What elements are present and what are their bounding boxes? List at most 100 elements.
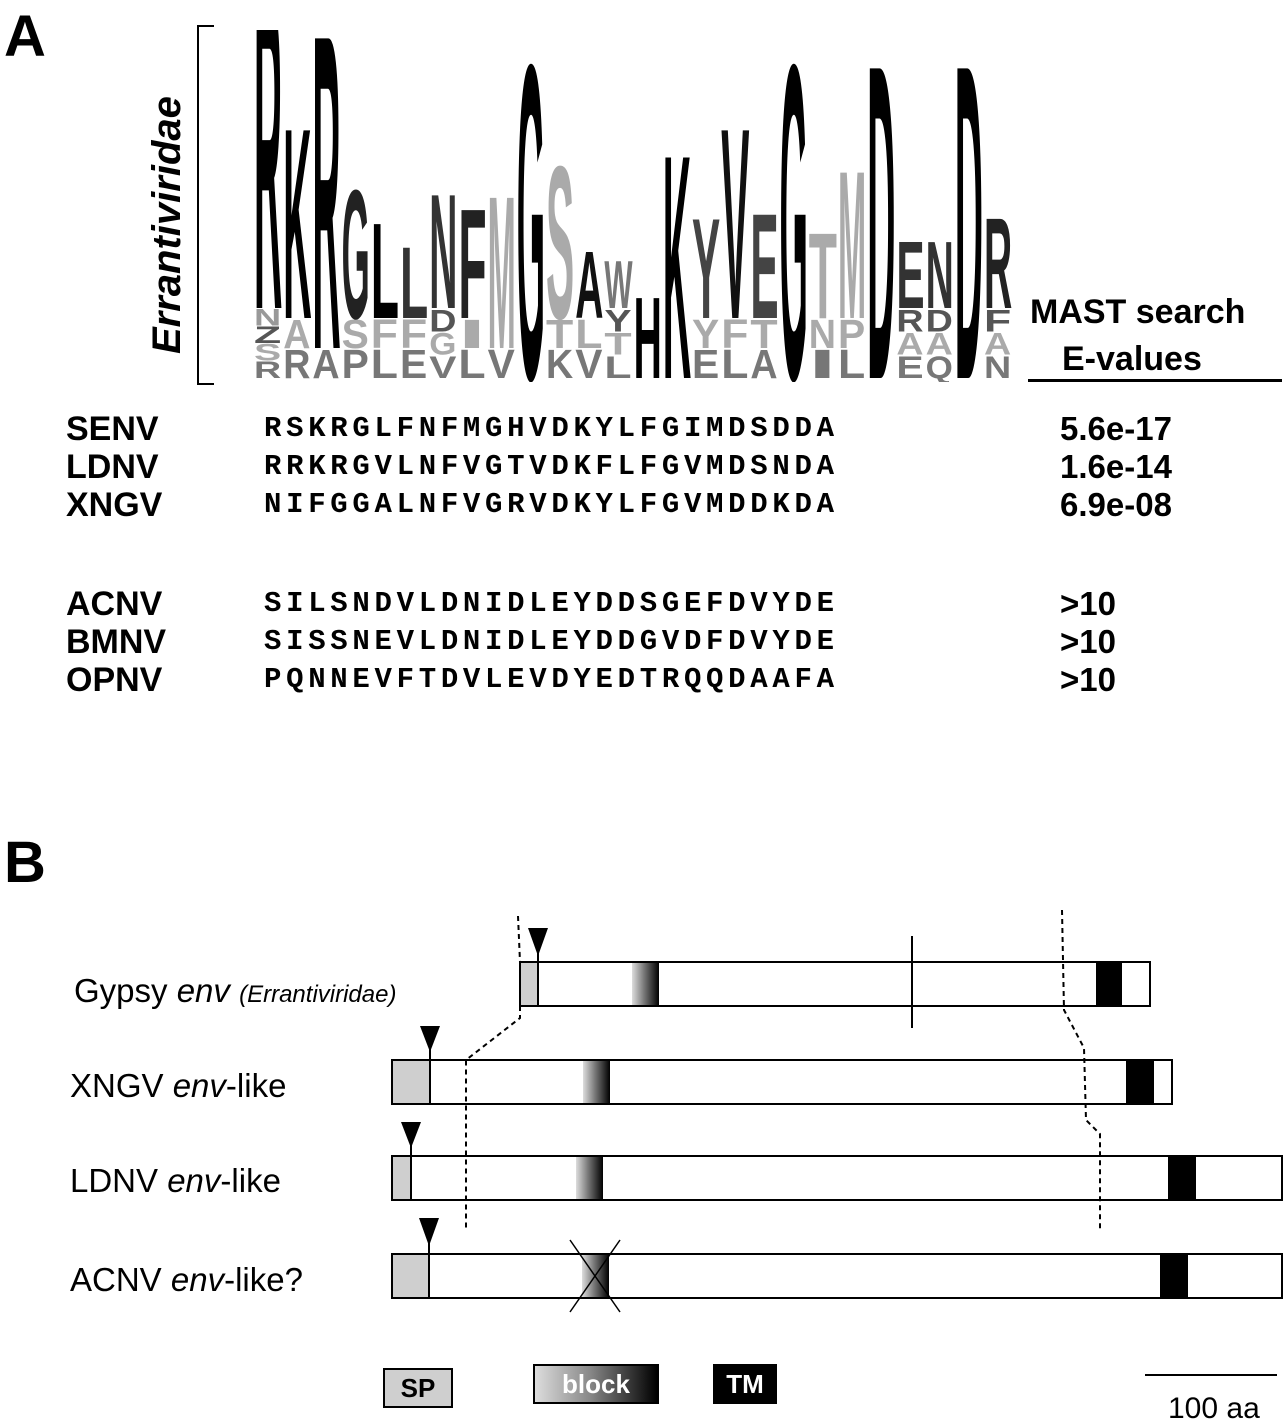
ldnv-sp-domain bbox=[393, 1157, 411, 1199]
logo-minor-letter: A bbox=[926, 326, 953, 362]
track-label-acnv: ACNV env-like? bbox=[70, 1261, 303, 1299]
logo-main-letter: K bbox=[663, 89, 691, 382]
xngv-tm-domain bbox=[1126, 1061, 1154, 1103]
logo-minor-letter: K bbox=[546, 342, 573, 382]
logo-minor-letter: F bbox=[371, 312, 398, 358]
logo-main-letter: D bbox=[955, 30, 983, 382]
logo-column: EYY bbox=[692, 188, 720, 382]
logo-main-letter: W bbox=[604, 247, 632, 323]
logo-column: LFV bbox=[721, 72, 749, 382]
mast-header-rule bbox=[1028, 379, 1282, 382]
track-label-gypsy-gene: env bbox=[176, 972, 230, 1009]
logo-column: VM bbox=[488, 150, 516, 382]
logo-minor-letter: L bbox=[604, 349, 631, 382]
seq-name-opnv: OPNV bbox=[66, 661, 163, 699]
logo-minor-letter: E bbox=[896, 349, 923, 382]
seq-acnv: SILSNDVLDNIDLEYDDSGEFDVYDE bbox=[264, 587, 839, 620]
logo-minor-letter: Q bbox=[926, 349, 953, 382]
logo-main-letter: G bbox=[517, 30, 545, 382]
seq-name-xngv: XNGV bbox=[66, 486, 163, 524]
logo-minor-letter: N bbox=[984, 349, 1011, 382]
logo-main-letter: G bbox=[342, 152, 370, 357]
evalue-bmnv: >10 bbox=[1060, 623, 1116, 660]
gypsy-tm-domain bbox=[1096, 963, 1122, 1005]
logo-minor-letter: L bbox=[721, 342, 748, 382]
track-gypsy bbox=[519, 928, 1151, 1028]
legend-sp: SP bbox=[383, 1368, 453, 1408]
evalue-xngv: 6.9e-08 bbox=[1060, 486, 1172, 523]
logo-minor-letter: S bbox=[342, 312, 369, 358]
logo-minor-letter: G bbox=[429, 326, 456, 362]
logo-main-letter: R bbox=[312, 30, 340, 382]
logo-minor-letter: A bbox=[984, 326, 1011, 362]
seq-xngv: NIFGGALNFVGRVDKYLFGVMDDKDA bbox=[264, 488, 839, 521]
ldnv-orf-box bbox=[391, 1155, 1283, 1201]
logo-minor-letter: A bbox=[283, 312, 310, 358]
logo-main-letter: D bbox=[867, 30, 895, 382]
logo-main-letter: S bbox=[546, 120, 574, 364]
logo-main-letter: K bbox=[283, 72, 311, 377]
logo-minor-letter: V bbox=[488, 342, 515, 382]
evalue-senv: 5.6e-17 bbox=[1060, 410, 1172, 447]
logo-minor-letter: E bbox=[692, 342, 719, 382]
logo-column: ATE bbox=[750, 182, 778, 382]
track-label-ldnv-suffix: -like bbox=[220, 1162, 281, 1199]
gypsy-orf-box bbox=[519, 961, 1151, 1007]
logo-minor-letter: F bbox=[721, 312, 748, 358]
logo-column: D bbox=[955, 30, 983, 382]
logo-column: G bbox=[517, 30, 545, 382]
seq-ldnv: RRKRGVLNFVGTVDKFLFGVMDSNDA bbox=[264, 450, 839, 483]
logo-minor-letter: E bbox=[400, 342, 427, 382]
track-label-ldnv-name: LDNV bbox=[70, 1162, 168, 1199]
logo-column: INT bbox=[809, 207, 837, 382]
logo-column: VLA bbox=[575, 232, 603, 382]
logo-minor-letter: V bbox=[575, 342, 602, 382]
logo-bracket bbox=[197, 25, 214, 385]
logo-minor-letter: L bbox=[371, 342, 398, 382]
evalue-opnv: >10 bbox=[1060, 661, 1116, 698]
logo-minor-letter: P bbox=[342, 342, 369, 382]
logo-main-letter: R bbox=[984, 191, 1012, 336]
mast-header-line2: E-values bbox=[1062, 340, 1202, 378]
logo-main-letter: F bbox=[458, 176, 486, 351]
logo-column: LFL bbox=[371, 195, 399, 382]
logo-main-letter: N bbox=[429, 161, 457, 343]
seq-name-bmnv: BMNV bbox=[66, 623, 167, 661]
logo-main-letter: V bbox=[721, 72, 749, 377]
logo-main-letter: T bbox=[809, 207, 837, 344]
acnv-sp-domain bbox=[393, 1255, 429, 1297]
mast-header-line1: MAST search bbox=[1030, 293, 1246, 331]
logo-minor-letter: Y bbox=[692, 312, 719, 358]
seq-bmnv: SISSNEVLDNIDLEYDDGVDFDVYDE bbox=[264, 625, 839, 658]
xngv-block-domain bbox=[583, 1061, 610, 1103]
alignment-guide-right bbox=[1061, 909, 1101, 1232]
track-ldnv bbox=[391, 1122, 1283, 1201]
track-xngv bbox=[391, 1026, 1173, 1105]
logo-main-letter: H bbox=[634, 273, 662, 382]
logo-main-letter: L bbox=[371, 195, 399, 347]
logo-column: D bbox=[867, 30, 895, 382]
acnv-block-cross-b bbox=[569, 1239, 621, 1313]
logo-column: LPM bbox=[838, 126, 866, 382]
logo-minor-letter: T bbox=[750, 312, 777, 358]
logo-family-label: Errantiviridae bbox=[145, 96, 189, 354]
logo-minor-letter: A bbox=[750, 342, 777, 382]
logo-minor-letter: R bbox=[254, 356, 282, 382]
logo-minor-letter: S bbox=[254, 338, 281, 365]
logo-main-letter: E bbox=[750, 182, 778, 350]
logo-minor-letter: F bbox=[984, 303, 1011, 339]
seq-senv: RSKRGLFNFMGHVDKYLFGIMDSDDA bbox=[264, 412, 839, 445]
ldnv-block-domain bbox=[576, 1157, 603, 1199]
xngv-sp-domain bbox=[393, 1061, 430, 1103]
panel-a-letter: A bbox=[4, 4, 46, 69]
gypsy-block-domain bbox=[632, 963, 659, 1005]
logo-column: PSG bbox=[342, 152, 370, 382]
logo-minor-letter: T bbox=[604, 326, 631, 362]
track-label-gypsy: Gypsy env (Errantiviridae) bbox=[74, 972, 396, 1010]
track-label-gypsy-name: Gypsy bbox=[74, 972, 177, 1009]
logo-main-letter: A bbox=[575, 232, 603, 339]
